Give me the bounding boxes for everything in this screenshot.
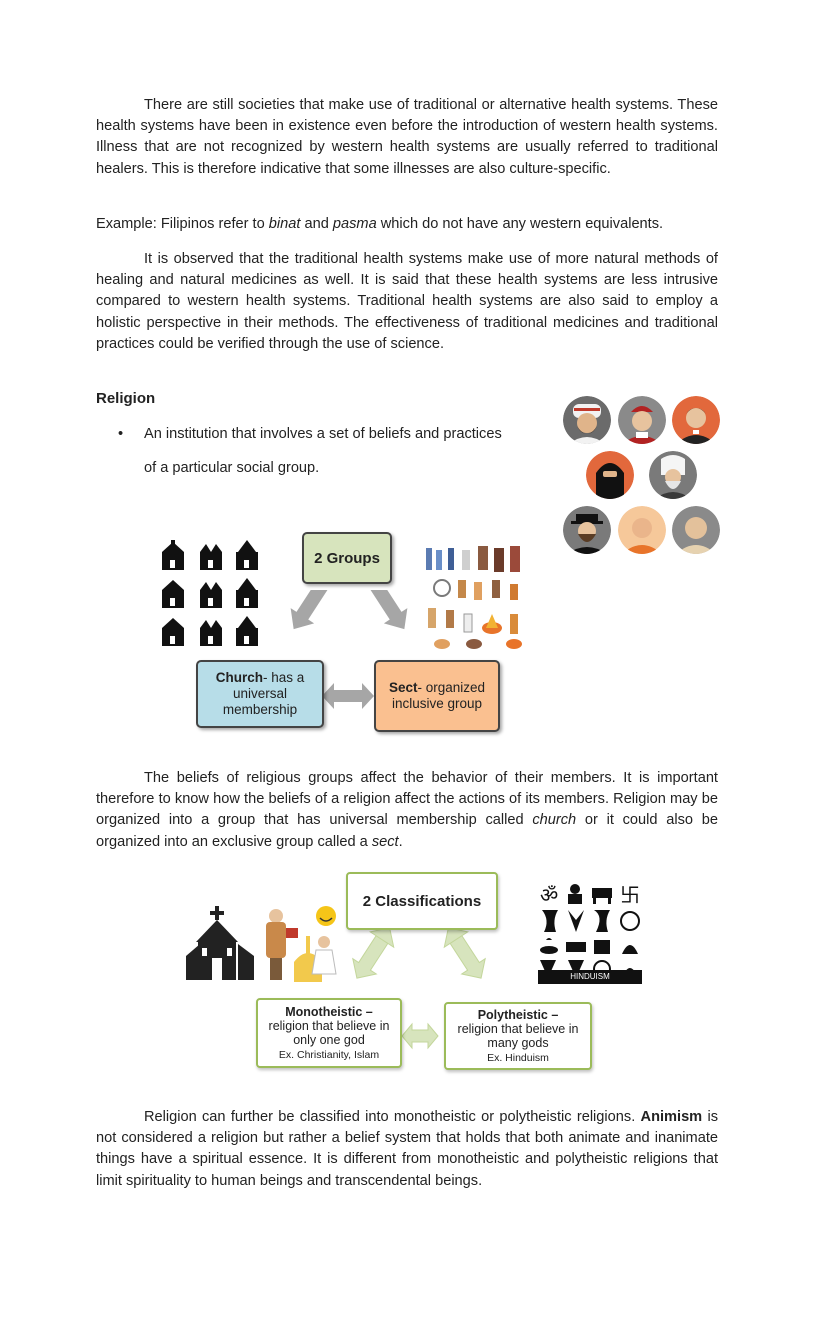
- groups-title: 2 Groups: [314, 549, 380, 567]
- monotheistic-title: Monotheistic –: [285, 1004, 373, 1019]
- classification-paragraph: Religion can further be classified into …: [96, 1109, 718, 1189]
- islam-illustration: [262, 902, 344, 984]
- avatar-orthodox-patriarch: [649, 451, 697, 499]
- monotheistic-description: religion that believe in only one god: [268, 1018, 390, 1047]
- term-animism: Animism: [640, 1109, 703, 1125]
- groups-title-box: 2 Groups: [302, 532, 392, 584]
- svg-text:卐: 卐: [620, 883, 640, 907]
- term-pasma: pasma: [332, 216, 377, 232]
- monotheistic-box: Monotheistic – religion that believe in …: [256, 998, 402, 1068]
- beliefs-paragraph: The beliefs of religious groups affect t…: [96, 770, 718, 850]
- polytheistic-title: Polytheistic –: [477, 1007, 559, 1022]
- church-box-description: - has a universal membership: [222, 670, 305, 717]
- church-silhouette-icon: [186, 906, 256, 980]
- religion-definition-bullet: • An institution that involves a set of …: [118, 417, 548, 487]
- classifications-title: 2 Classifications: [362, 892, 482, 910]
- term-sect: sect: [371, 833, 399, 850]
- polytheistic-example: Ex. Hinduism: [487, 1051, 549, 1064]
- sect-box-description: - organized inclusive group: [391, 680, 486, 711]
- avatar-monk: [618, 506, 666, 554]
- church-box: Church- has a universal membership: [196, 660, 324, 728]
- avatar-priest: [672, 396, 720, 444]
- bullet-dot: •: [118, 426, 124, 442]
- hinduism-label: HINDUISM: [538, 970, 642, 984]
- church-buildings-icon: [160, 540, 260, 650]
- polytheistic-box: Polytheistic – religion that believe in …: [444, 1002, 592, 1070]
- avatar-rabbi: [563, 506, 611, 554]
- intro-paragraph-2: It is observed that the traditional heal…: [96, 251, 718, 352]
- intro-paragraph-1: There are still societies that make use …: [96, 97, 718, 177]
- classifications-arrows: [352, 928, 486, 1050]
- bullet-line-1: An institution that involves a set of be…: [144, 426, 502, 442]
- bullet-line-2: of a particular social group.: [144, 460, 320, 476]
- example-line: Example: Filipinos refer to binat and pa…: [96, 216, 664, 232]
- term-binat: binat: [268, 216, 301, 232]
- term-church: church: [532, 812, 577, 829]
- svg-text:ॐ: ॐ: [540, 883, 558, 907]
- church-box-title: Church: [215, 670, 263, 685]
- classifications-title-box: 2 Classifications: [346, 872, 498, 930]
- hinduism-symbols-icon: ॐ 卐 HINDUISM: [538, 880, 642, 984]
- monotheistic-example: Ex. Christianity, Islam: [278, 1048, 380, 1061]
- sect-box: Sect- organized inclusive group: [374, 660, 500, 732]
- avatar-veiled-woman: [586, 451, 634, 499]
- avatar-buddhist: [672, 506, 720, 554]
- polytheistic-description: religion that believe in many gods: [457, 1021, 579, 1050]
- sect-box-title: Sect: [388, 680, 418, 695]
- sect-people-illustration: [422, 544, 528, 652]
- avatar-arab-man: [563, 396, 611, 444]
- religion-heading: Religion: [96, 390, 156, 407]
- avatar-cardinal: [618, 396, 666, 444]
- groups-arrows: [290, 590, 408, 709]
